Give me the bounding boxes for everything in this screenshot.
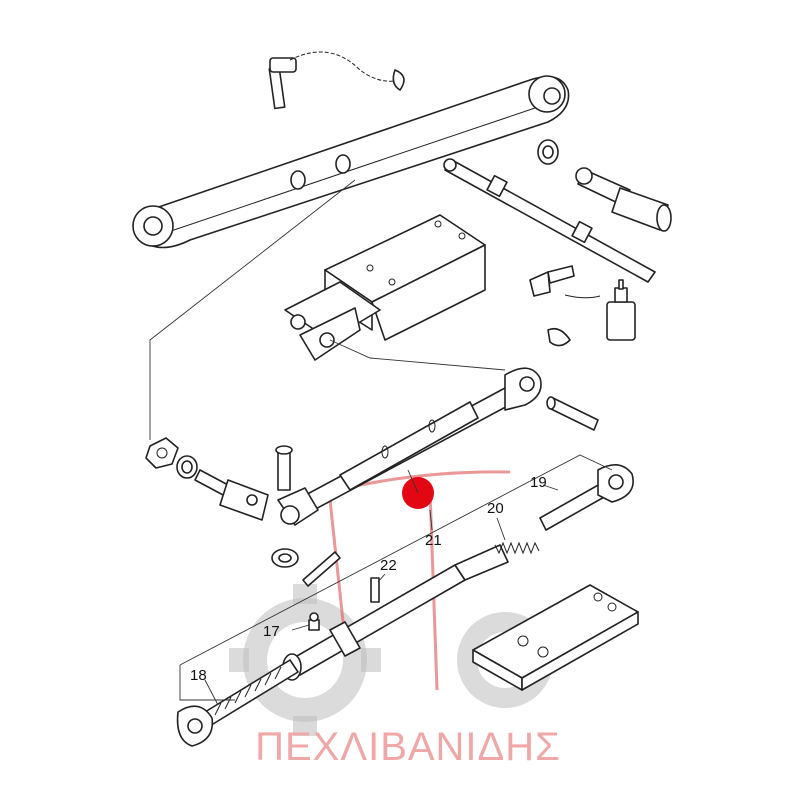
nut-and-washer <box>145 437 198 479</box>
grease-nipple-17 <box>308 612 320 631</box>
clevis-bolt <box>194 469 269 521</box>
callout-19: 19 <box>530 474 547 491</box>
threadlocker-bottle <box>606 279 636 341</box>
cross-shaft <box>443 158 656 283</box>
spring-20 <box>494 541 540 555</box>
watermark-brand: ΠΕΧΛΙΒΑΝΙΔΗΣ <box>255 725 561 769</box>
top-link-assembly <box>277 367 542 526</box>
callout-20: 20 <box>487 500 504 517</box>
leader-lines <box>149 179 613 706</box>
bolt-right <box>529 265 601 299</box>
callout-22: 22 <box>380 557 397 574</box>
spring-pin-22 <box>370 577 380 603</box>
callout-21: 21 <box>425 532 442 549</box>
snap-pin <box>547 327 571 347</box>
mounting-bracket <box>284 214 486 361</box>
callout-17: 17 <box>263 623 280 640</box>
flat-plate <box>472 584 639 691</box>
roll-pin <box>546 396 599 431</box>
chain-pin <box>268 51 405 110</box>
washer-bottom <box>271 548 299 568</box>
threaded-rod-18 <box>176 659 299 747</box>
split-pin <box>302 551 341 587</box>
upper-link <box>132 75 570 249</box>
threaded-rod-19 <box>539 464 634 531</box>
washer-top <box>537 139 559 165</box>
clevis-pin <box>275 445 293 491</box>
pivot-pin <box>575 167 672 232</box>
callout-18: 18 <box>190 667 207 684</box>
